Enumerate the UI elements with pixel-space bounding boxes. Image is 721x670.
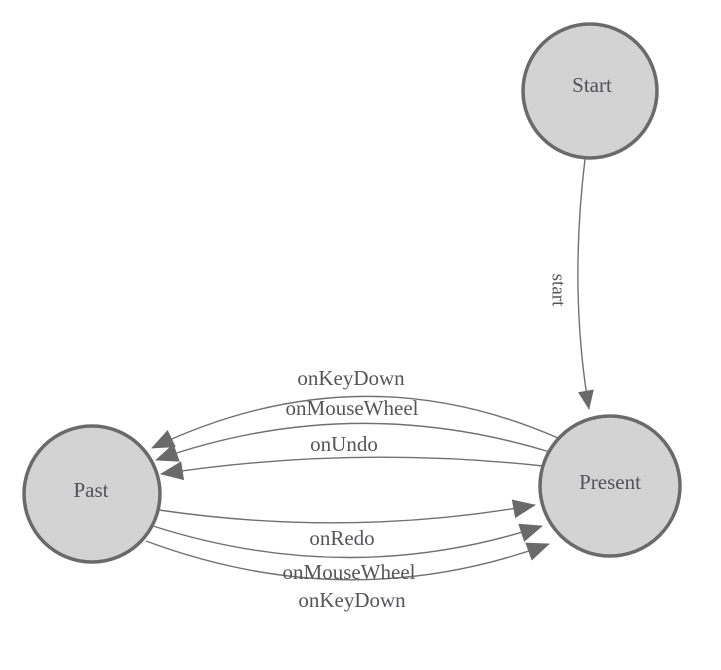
- edge-start-to-present: [577, 158, 594, 410]
- edge-label-onkeydown-bottom: onKeyDown: [298, 588, 406, 612]
- edge-past-to-present-onmousewheel: [152, 523, 543, 559]
- edge-present-to-past-onundo: [160, 456, 544, 481]
- edge-label-start: start: [548, 274, 569, 307]
- edge-label-onredo: onRedo: [309, 526, 374, 550]
- edge-layer: [145, 158, 594, 581]
- edge-label-onmousewheel-bottom: onMouseWheel: [283, 560, 416, 584]
- edge-label-onkeydown-top: onKeyDown: [297, 366, 405, 390]
- edge-present-to-past-onmousewheel: [155, 422, 551, 462]
- node-present-label: Present: [579, 470, 641, 494]
- edge-present-to-past-onkeydown: [151, 395, 559, 449]
- node-past-circle[interactable]: [22, 424, 162, 564]
- node-past-label: Past: [73, 478, 108, 502]
- node-start-label: Start: [572, 73, 612, 97]
- node-past[interactable]: Past: [22, 424, 162, 564]
- node-present[interactable]: Present: [538, 414, 682, 558]
- node-present-circle[interactable]: [538, 414, 682, 558]
- edge-label-onmousewheel-top: onMouseWheel: [286, 396, 419, 420]
- edge-past-to-present-onredo: [158, 499, 536, 524]
- node-start-circle[interactable]: [521, 22, 659, 160]
- edge-label-onundo: onUndo: [310, 432, 378, 456]
- node-start[interactable]: Start: [521, 22, 659, 160]
- edge-label-layer: start onKeyDown onMouseWheel onUndo onRe…: [283, 274, 569, 612]
- edge-past-to-present-onkeydown: [145, 540, 550, 581]
